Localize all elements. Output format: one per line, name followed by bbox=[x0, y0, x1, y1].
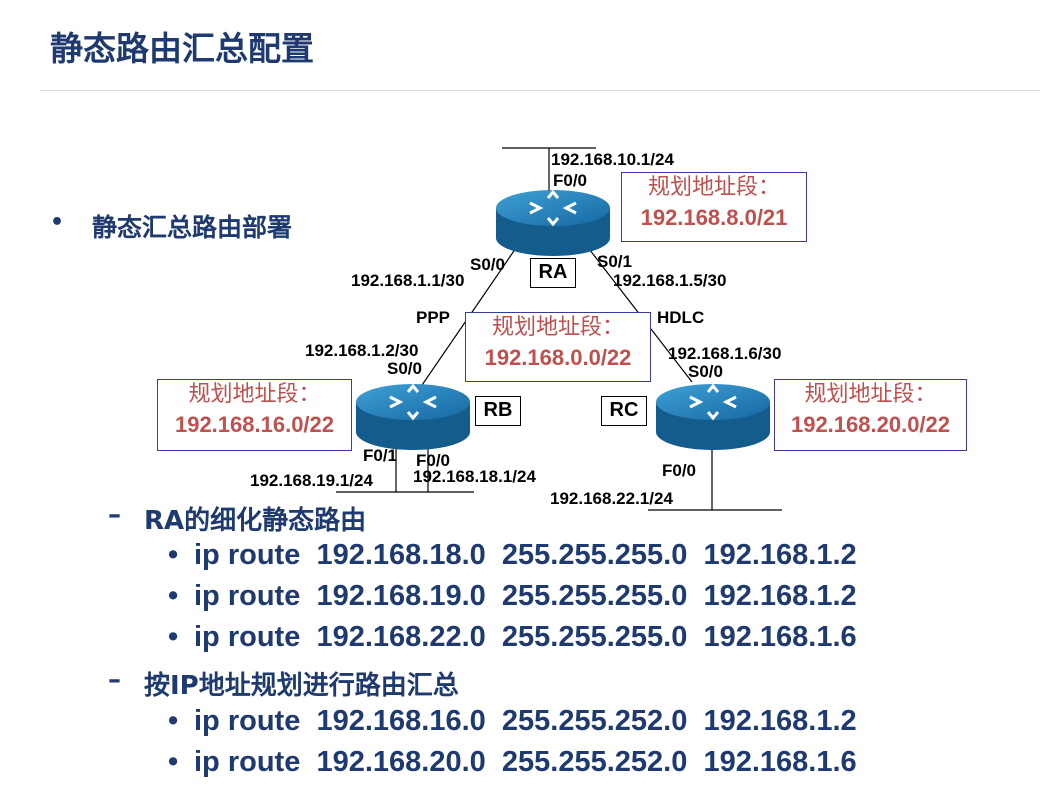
router-rc-icon bbox=[656, 383, 770, 450]
rb-f01-label: F0/1 bbox=[363, 446, 398, 465]
bullet-text: 静态汇总路由部署 bbox=[92, 213, 293, 242]
route-bullet: • bbox=[168, 621, 179, 653]
plan-box-rb: 规划地址段： 192.168.16.0/22 bbox=[157, 379, 352, 451]
rc-s00-ip: 192.168.1.6/30 bbox=[668, 344, 782, 363]
plan-heading: 规划地址段： bbox=[647, 175, 780, 200]
ra-f00-label: F0/0 bbox=[553, 171, 588, 190]
ra-s01-ip: 192.168.1.5/30 bbox=[613, 271, 727, 290]
route-line: ip route 192.168.22.0 255.255.255.0 192.… bbox=[194, 621, 857, 653]
plan-network: 192.168.8.0/21 bbox=[640, 205, 788, 230]
plan-box-rc: 规划地址段： 192.168.20.0/22 bbox=[774, 379, 967, 451]
route-line: ip route 192.168.16.0 255.255.252.0 192.… bbox=[194, 705, 857, 737]
rb-f00-label: F0/0 bbox=[416, 451, 451, 470]
rb-s00-ip: 192.168.1.2/30 bbox=[305, 341, 419, 360]
route-line: ip route 192.168.20.0 255.255.252.0 192.… bbox=[194, 746, 857, 778]
plan-heading: 规划地址段： bbox=[188, 382, 321, 407]
rb-s00-label: S0/0 bbox=[387, 359, 422, 378]
section-heading: 按IP地址规划进行路由汇总 bbox=[144, 671, 459, 701]
route-line: ip route 192.168.18.0 255.255.255.0 192.… bbox=[194, 539, 857, 571]
ra-s01-label: S0/1 bbox=[597, 252, 632, 271]
section-dash: – bbox=[108, 500, 121, 530]
route-bullet: • bbox=[168, 746, 179, 778]
route-bullet: • bbox=[168, 580, 179, 612]
rc-f00-ip: 192.168.22.1/24 bbox=[550, 489, 673, 508]
plan-heading: 规划地址段： bbox=[491, 315, 624, 340]
router-ra-label: RA bbox=[530, 258, 576, 288]
plan-network: 192.168.16.0/22 bbox=[174, 412, 335, 437]
ra-s00-label: S0/0 bbox=[470, 255, 505, 274]
rc-f00-label: F0/0 bbox=[662, 461, 697, 480]
plan-box-center: 规划地址段： 192.168.0.0/22 bbox=[465, 312, 651, 382]
rc-s00-label: S0/0 bbox=[688, 362, 723, 381]
page-title: 静态路由汇总配置 bbox=[50, 29, 314, 68]
router-rb-label: RB bbox=[475, 396, 521, 426]
section-dash: – bbox=[108, 665, 121, 695]
ra-s00-ip: 192.168.1.1/30 bbox=[351, 271, 465, 290]
plan-heading: 规划地址段： bbox=[804, 382, 937, 407]
hdlc-label: HDLC bbox=[657, 308, 705, 327]
route-bullet: • bbox=[168, 705, 179, 737]
plan-network: 192.168.20.0/22 bbox=[790, 412, 951, 437]
bullet-dot: • bbox=[50, 210, 65, 235]
rb-f00-ip: 192.168.18.1/24 bbox=[413, 467, 536, 486]
plan-network: 192.168.0.0/22 bbox=[484, 345, 632, 370]
router-rc-label: RC bbox=[601, 396, 647, 426]
plan-box-ra: 规划地址段： 192.168.8.0/21 bbox=[621, 172, 807, 242]
section-heading: RA的细化静态路由 bbox=[144, 506, 367, 536]
router-rb-icon bbox=[356, 383, 470, 450]
route-bullet: • bbox=[168, 539, 179, 571]
router-ra-icon bbox=[496, 189, 610, 256]
ra-lan-ip: 192.168.10.1/24 bbox=[551, 150, 674, 169]
ppp-label: PPP bbox=[416, 308, 451, 327]
title-divider bbox=[40, 90, 1040, 91]
route-line: ip route 192.168.19.0 255.255.255.0 192.… bbox=[194, 580, 857, 612]
rb-f01-ip: 192.168.19.1/24 bbox=[250, 471, 373, 490]
